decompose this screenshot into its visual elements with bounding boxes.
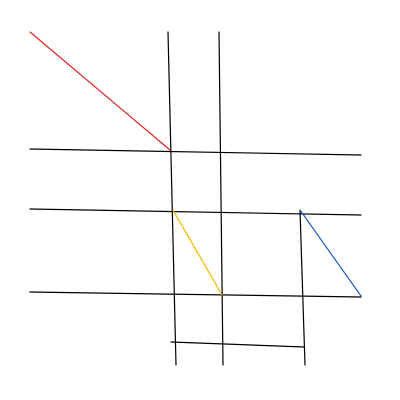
vertical-line-middle [218,31,224,366]
horizontal-line-top [29,148,362,156]
diagonal-line-blue [299,209,362,297]
horizontal-line-second [29,208,362,216]
vertical-line-left [167,31,177,366]
horizontal-line-bottom-short [170,341,305,348]
vertical-line-right [299,209,306,366]
diagonal-line-yellow [172,209,223,296]
horizontal-line-third [29,291,362,298]
diagram-segments [29,31,362,366]
diagonal-line-red [29,31,171,151]
